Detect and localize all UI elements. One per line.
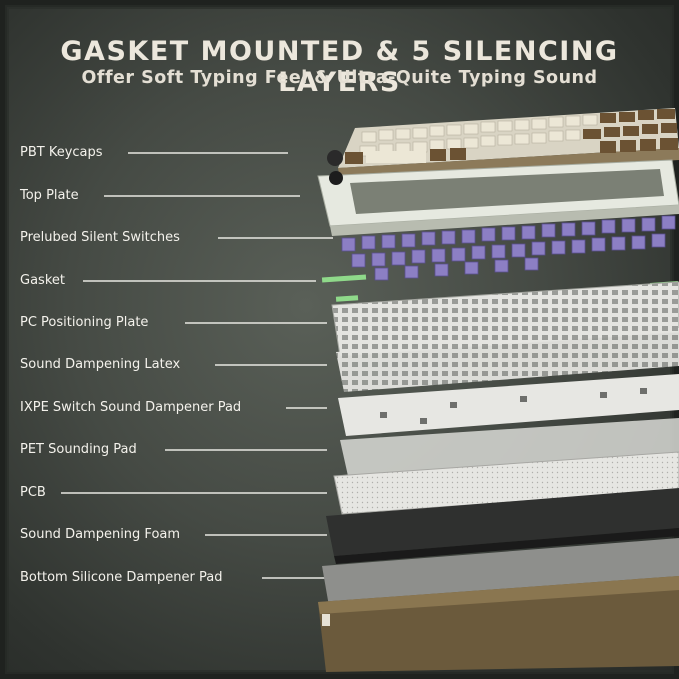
label-bottom-silicone-pad: Bottom Silicone Dampener Pad — [20, 570, 223, 585]
label-top-plate: Top Plate — [20, 188, 79, 203]
label-ixpe-pad: IXPE Switch Sound Dampener Pad — [20, 400, 242, 415]
label-prelubed-silent-switches: Prelubed Silent Switches — [20, 230, 180, 245]
diagram-title: GASKET MOUNTED & 5 SILENCING LAYERS — [60, 36, 619, 98]
case-layer — [318, 576, 679, 672]
label-gasket: Gasket — [20, 273, 65, 288]
foam-layer — [326, 488, 679, 564]
label-pbt-keycaps: PBT Keycaps — [20, 145, 103, 160]
pet-pad-layer — [340, 418, 679, 476]
switches-layer — [341, 215, 676, 281]
label-sound-dampening-foam: Sound Dampening Foam — [20, 527, 181, 542]
keycaps-layer — [327, 108, 679, 180]
latex-layer — [336, 328, 679, 392]
label-pcb: PCB — [20, 485, 46, 500]
label-pet-sounding-pad: PET Sounding Pad — [20, 442, 137, 457]
pcb-layer — [333, 451, 679, 515]
label-pc-positioning-plate: PC Positioning Plate — [20, 315, 149, 330]
diagram-subtitle: Offer Soft Typing Feel & Ultra-Quite Typ… — [81, 68, 598, 88]
leader-lines — [61, 152, 333, 579]
top-plate-layer — [317, 159, 679, 236]
label-sound-dampening-latex: Sound Dampening Latex — [20, 357, 181, 372]
ixpe-pad-layer — [338, 374, 679, 436]
